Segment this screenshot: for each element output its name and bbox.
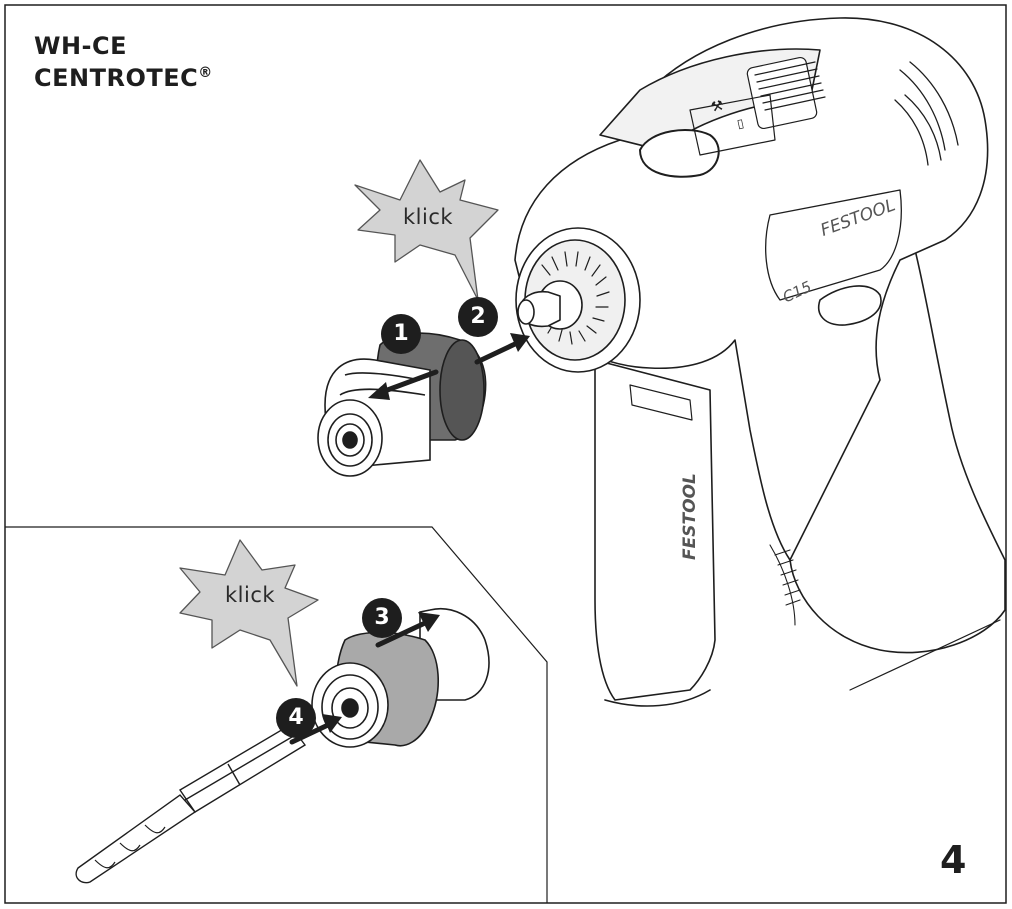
drill-bit bbox=[75, 724, 307, 884]
klick-label-top: klick bbox=[403, 205, 454, 229]
product-title-line2: CENTROTEC® bbox=[34, 64, 213, 92]
spindle-teeth bbox=[541, 251, 610, 345]
arrow-push-ring bbox=[375, 620, 428, 648]
klick-bursts bbox=[179, 159, 499, 687]
drill-chuck-removed bbox=[317, 332, 487, 477]
drill-chuck-insert bbox=[311, 608, 490, 748]
step-4-badge: 4 bbox=[276, 698, 316, 738]
registered-mark: ® bbox=[198, 65, 213, 81]
arrow-attach-chuck bbox=[474, 341, 518, 365]
product-title-line1: WH-CE bbox=[34, 32, 128, 60]
product-title-text: CENTROTEC bbox=[34, 64, 199, 92]
figure-number: 4 bbox=[940, 838, 967, 882]
mode-screw-icon: ▯ bbox=[736, 116, 745, 131]
drill-housing bbox=[514, 17, 989, 561]
outer-frame bbox=[4, 4, 1007, 904]
speed-selector bbox=[746, 56, 826, 130]
gear-switch bbox=[639, 129, 720, 178]
klick-burst-top bbox=[354, 159, 499, 301]
vent-slots bbox=[894, 61, 959, 166]
twist-flute bbox=[75, 794, 197, 884]
klick-label-bottom: klick bbox=[225, 583, 276, 607]
battery-pack bbox=[594, 359, 716, 701]
battery-release-grip bbox=[769, 544, 801, 626]
hex-shank bbox=[179, 724, 307, 813]
drill-illustration: ⚒ ▯ bbox=[514, 17, 1006, 707]
mode-drill-icon: ⚒ bbox=[710, 98, 726, 116]
brand-label-battery: FESTOOL bbox=[680, 473, 700, 560]
step-1-badge: 1 bbox=[381, 314, 421, 354]
brand-plate bbox=[765, 189, 902, 301]
motion-arrows bbox=[289, 333, 530, 745]
arrow-pull-sleeve bbox=[379, 369, 439, 395]
klick-burst-bottom bbox=[179, 539, 319, 687]
inset-panel-border bbox=[5, 526, 548, 903]
step-3-badge: 3 bbox=[362, 598, 402, 638]
arrow-insert-bit bbox=[289, 722, 331, 745]
step-2-badge: 2 bbox=[458, 297, 498, 337]
trigger bbox=[818, 285, 882, 326]
